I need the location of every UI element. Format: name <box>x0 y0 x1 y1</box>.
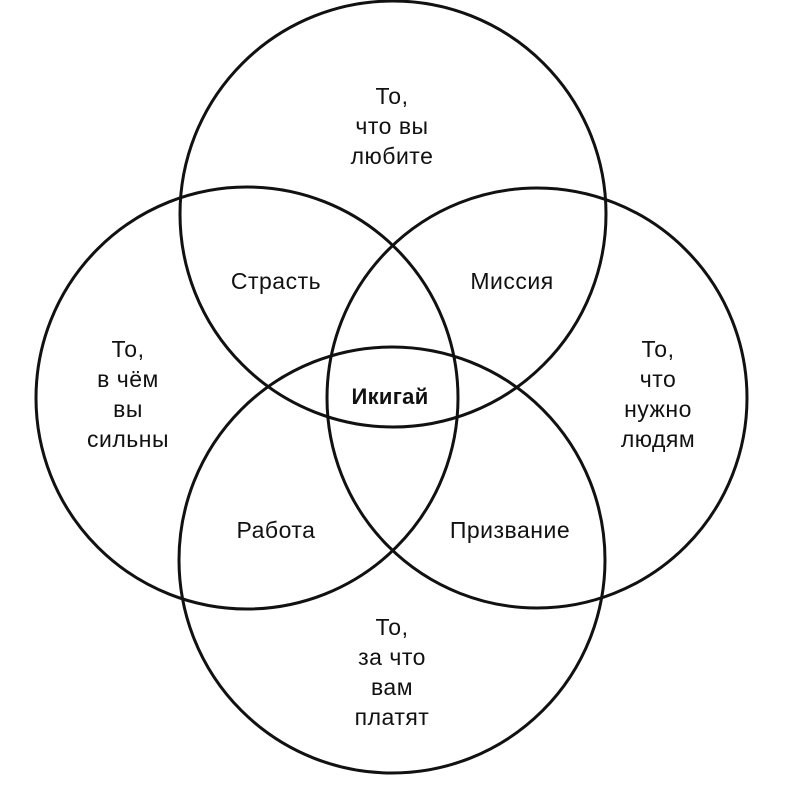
label-line: вы <box>113 396 143 422</box>
label-line: людям <box>620 426 696 452</box>
label-what-you-love: То, что вы любите <box>351 81 434 171</box>
label-line: что <box>639 366 677 392</box>
overlap-profession: Работа <box>236 517 316 543</box>
circle-bottom <box>177 345 607 775</box>
label-line: То, <box>111 336 145 362</box>
overlap-mission: Миссия <box>470 268 554 294</box>
overlap-passion: Страсть <box>230 268 322 294</box>
circle-top <box>178 0 608 429</box>
label-what-people-need: То, что нужно людям <box>621 334 695 454</box>
label-line: любите <box>350 143 434 169</box>
label-what-you-are-paid-for: То, за что вам платят <box>355 612 430 732</box>
label-line: вам <box>370 674 414 700</box>
circle-left <box>34 185 460 611</box>
overlap-vocation: Призвание <box>449 517 571 543</box>
circle-right <box>325 186 749 610</box>
label-line: за что <box>358 644 426 670</box>
label-line: То, <box>375 83 409 109</box>
label-line: платят <box>354 704 430 730</box>
label-line: То, <box>375 614 409 640</box>
label-line: сильны <box>87 426 169 452</box>
label-what-you-are-good-at: То, в чём вы сильны <box>87 334 169 454</box>
label-line: нужно <box>624 396 692 422</box>
center-ikigai: Икигай <box>351 384 429 409</box>
label-line: в чём <box>97 366 159 392</box>
label-line: То, <box>641 336 675 362</box>
label-line: что вы <box>355 113 429 139</box>
